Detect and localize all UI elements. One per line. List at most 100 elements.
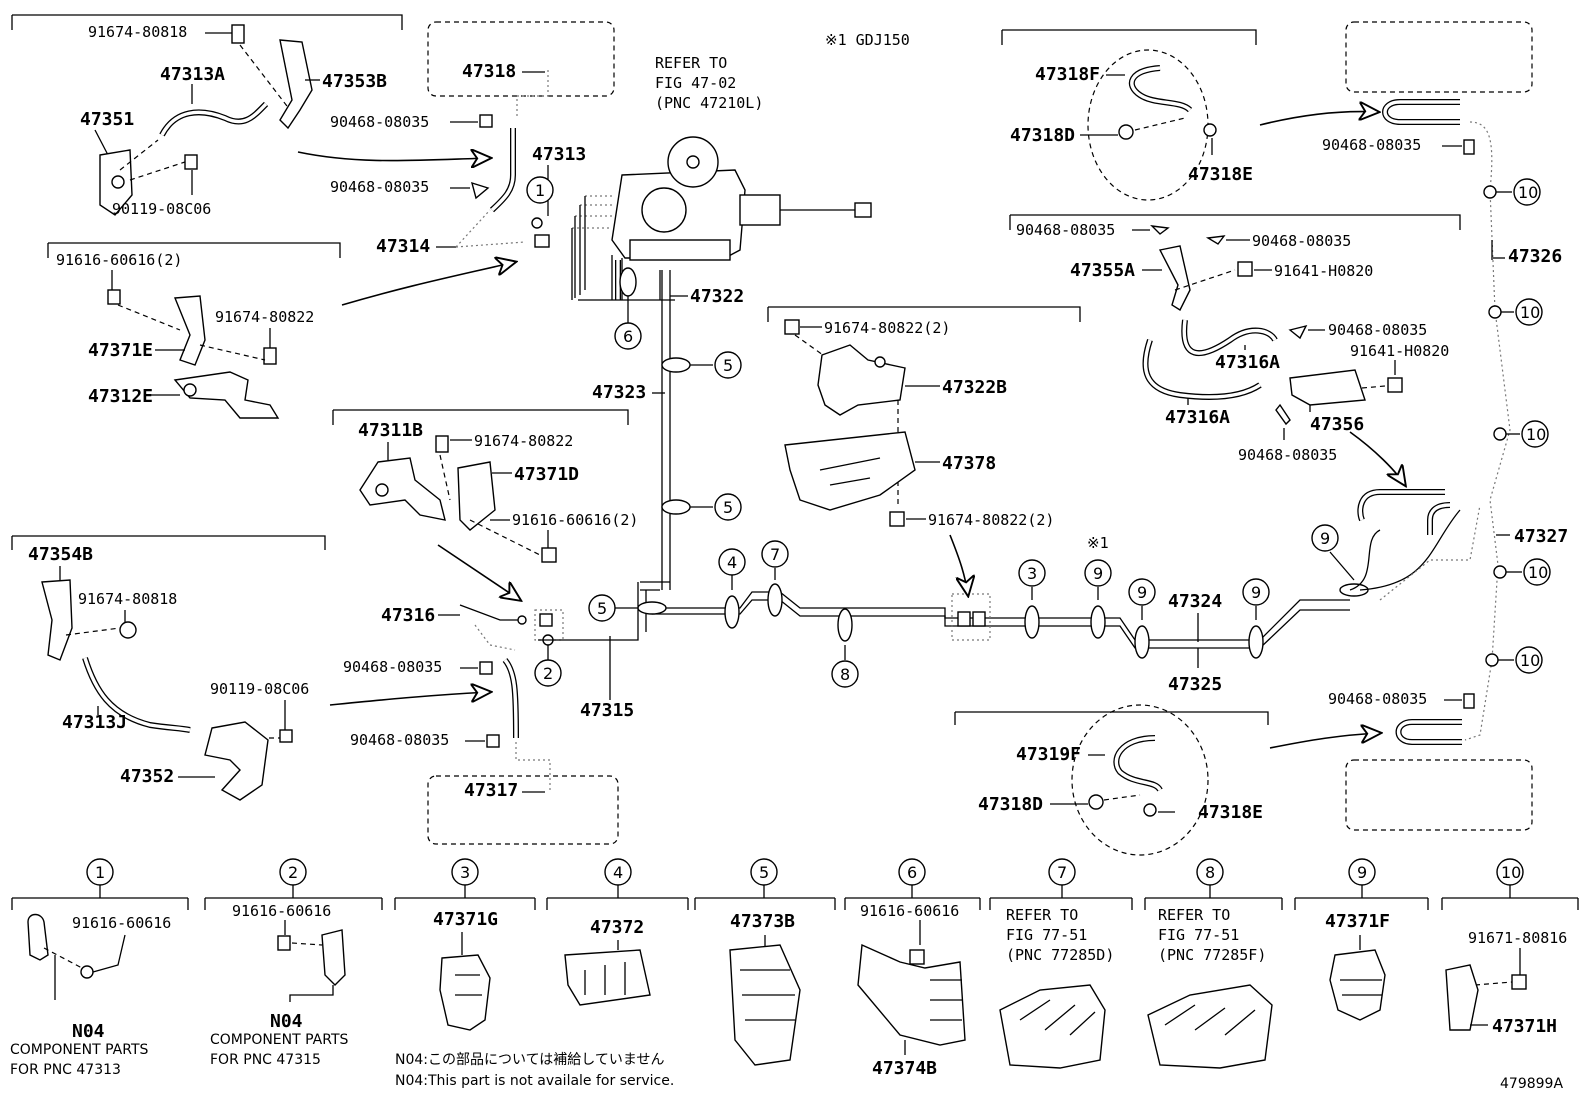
svg-text:9: 9 xyxy=(1357,863,1367,882)
svg-text:10: 10 xyxy=(1526,425,1546,444)
callout-1 xyxy=(526,176,554,204)
clip-icon xyxy=(1275,403,1291,426)
label-47351: 47351 xyxy=(80,109,134,130)
actuator-base xyxy=(629,239,731,261)
label-91674-80822-b: 91674-80822 xyxy=(474,432,573,450)
legend-4-clamp xyxy=(564,949,651,1006)
diagram-id: 479899A xyxy=(1500,1076,1563,1092)
clip-icon xyxy=(1205,235,1226,245)
label-90119-08C06-b: 90119-08C06 xyxy=(210,680,309,698)
legend-2-part: 91616-60616 xyxy=(232,902,331,920)
clip-icon xyxy=(534,234,550,248)
callout-9-c xyxy=(1242,578,1270,606)
label-47356: 47356 xyxy=(1310,414,1364,435)
clip-icon xyxy=(1203,123,1217,137)
bolt-icon xyxy=(435,435,449,453)
group-47371E: 91616-60616(2) 91674-80822 47371E 47312E xyxy=(47,242,515,419)
label-91674-80818-a: 91674-80818 xyxy=(88,23,187,41)
callout-9-a xyxy=(1084,559,1112,587)
label-47318D-a: 47318D xyxy=(1010,125,1075,146)
svg-text:3: 3 xyxy=(1027,564,1037,583)
legend-1-desc1: COMPONENT PARTS xyxy=(10,1042,149,1058)
label-47312E: 47312E xyxy=(88,386,153,407)
label-47317: 47317 xyxy=(464,780,518,801)
legend-7-clamp xyxy=(999,984,1106,1069)
bracket-47371E xyxy=(173,295,206,366)
label-47318F: 47318F xyxy=(1035,64,1100,85)
clip-icon xyxy=(1143,803,1157,817)
legend-1-desc2: FOR PNC 47313 xyxy=(10,1062,121,1078)
group-47316: 47316 2 90468-08035 90468-08035 47317 47… xyxy=(343,604,634,845)
bolt-icon xyxy=(263,347,277,365)
legend-7-ref2: FIG 77-51 xyxy=(1006,926,1087,944)
legend-1-bracket xyxy=(27,913,49,961)
label-47354B: 47354B xyxy=(28,544,93,565)
callout-10-a xyxy=(1513,178,1541,206)
legend-3-part: 47371G xyxy=(433,909,498,930)
legend-10-clamp xyxy=(1445,964,1479,1031)
svg-text:9: 9 xyxy=(1093,564,1103,583)
svg-text:4: 4 xyxy=(613,863,623,882)
label-47322B: 47322B xyxy=(942,377,1007,398)
group-47318F: 47318F 47318D 47318E 90468-08035 xyxy=(1001,21,1533,201)
callout-10-b xyxy=(1515,298,1543,326)
svg-text:8: 8 xyxy=(1205,863,1215,882)
clip-icon xyxy=(486,734,500,748)
refer-text-3: (PNC 47210L) xyxy=(655,94,763,112)
bolt-icon xyxy=(1511,974,1527,990)
label-90468-08035-i: 90468-08035 xyxy=(1238,446,1337,464)
svg-text:4: 4 xyxy=(727,553,737,572)
label-47311B: 47311B xyxy=(358,420,423,441)
label-47318E-a: 47318E xyxy=(1188,164,1253,185)
clip-icon xyxy=(479,114,493,128)
valve-47312E xyxy=(173,371,280,419)
svg-text:8: 8 xyxy=(840,665,850,684)
brake-actuator: REFER TO FIG 47-02 (PNC 47210L) ※1 GDJ15… xyxy=(571,31,910,590)
bolt-icon xyxy=(909,949,925,965)
legend-9-part: 47371F xyxy=(1325,911,1390,932)
svg-text:9: 9 xyxy=(1251,583,1261,602)
svg-text:10: 10 xyxy=(1520,303,1540,322)
svg-text:5: 5 xyxy=(723,498,733,517)
label-47314: 47314 xyxy=(376,236,430,257)
label-90468-08035-a: 90468-08035 xyxy=(330,113,429,131)
svg-text:10: 10 xyxy=(1520,651,1540,670)
bolt-icon xyxy=(541,547,557,563)
group-47313A: 91674-80818 47353B 47313A 47351 90119-08… xyxy=(11,14,490,218)
legend-8-ref3: (PNC 77285F) xyxy=(1158,946,1266,964)
bracket-47322B xyxy=(817,344,906,416)
valve-47352 xyxy=(204,721,269,801)
label-47352: 47352 xyxy=(120,766,174,787)
legend-2-code: N04 xyxy=(270,1011,303,1032)
label-91616-60616-2b: 91616-60616(2) xyxy=(512,511,638,529)
svg-text:9: 9 xyxy=(1137,583,1147,602)
svg-text:6: 6 xyxy=(907,863,917,882)
bolt-icon xyxy=(1387,377,1403,393)
label-47316: 47316 xyxy=(381,605,435,626)
bolt-icon xyxy=(80,965,94,979)
group-47319F: 47319F 47318D 47318E 90468-08035 xyxy=(954,690,1533,856)
label-91616-60616-2a: 91616-60616(2) xyxy=(56,251,182,269)
label-90468-08035-g: 90468-08035 xyxy=(1252,232,1351,250)
legend-2-desc2: FOR PNC 47315 xyxy=(210,1052,321,1068)
label-91674-80822-a: 91674-80822 xyxy=(215,308,314,326)
label-47322: 47322 xyxy=(690,286,744,307)
group-47318: 47318 90468-08035 90468-08035 47313 1 47… xyxy=(330,21,615,257)
label-90468-08035-j: 90468-08035 xyxy=(1328,690,1427,708)
right-pipes: 10 47326 10 10 47327 10 10 xyxy=(1464,121,1568,741)
label-47323: 47323 xyxy=(592,382,646,403)
actuator-motor xyxy=(739,194,781,226)
bolt-icon xyxy=(184,154,198,170)
callout-5-a xyxy=(714,351,742,379)
bolt-icon xyxy=(784,319,800,335)
label-47316A-a: 47316A xyxy=(1215,352,1280,373)
svg-text:10: 10 xyxy=(1528,563,1548,582)
callout-4 xyxy=(718,548,746,576)
bolt-icon xyxy=(277,935,291,951)
bolt-icon xyxy=(1118,124,1134,140)
bracket-47356 xyxy=(1289,369,1366,406)
clip-icon xyxy=(1463,693,1475,709)
legend-5-part: 47373B xyxy=(730,911,795,932)
